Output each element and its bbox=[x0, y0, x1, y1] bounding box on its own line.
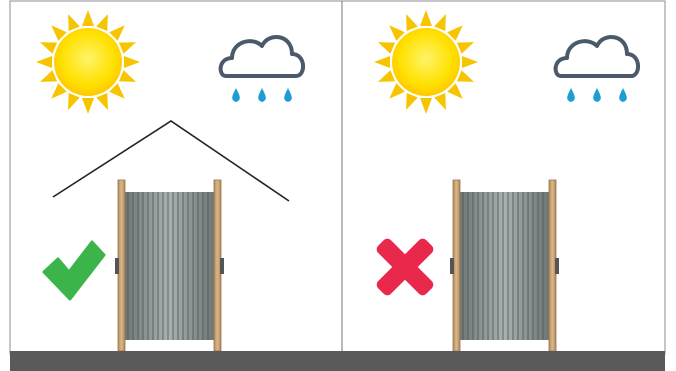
cable-reel bbox=[115, 180, 224, 351]
sun-icon bbox=[374, 10, 478, 114]
sun-icon bbox=[36, 10, 140, 114]
bottom-bar bbox=[10, 351, 665, 371]
cable-reel bbox=[450, 180, 559, 351]
